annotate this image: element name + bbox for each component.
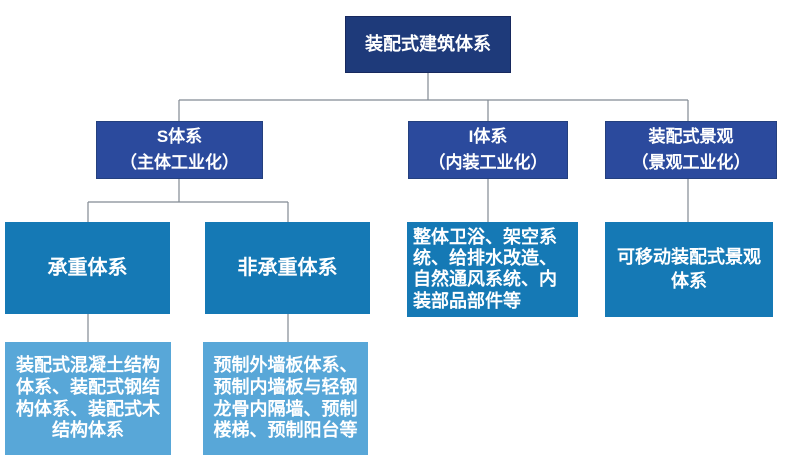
node-prefab-landscape: 装配式景观 （景观工业化）	[605, 121, 777, 179]
node-interior-industrialization-items: 整体卫浴、架空系统、给排水改造、自然通风系统、内装部品部件等	[407, 222, 578, 317]
node-prefab-landscape-subtitle: （景观工业化）	[631, 153, 751, 172]
node-load-bearing-system: 承重体系	[5, 222, 170, 314]
node-structural-systems-label: 装配式混凝土结构体系、装配式钢结构体系、装配式木结构体系	[16, 354, 160, 441]
node-i-system-title: I体系	[468, 126, 508, 146]
node-non-load-bearing-system: 非承重体系	[205, 222, 370, 314]
node-s-system-title: S体系	[156, 126, 203, 146]
node-root-building-system: 装配式建筑体系	[345, 16, 511, 73]
node-s-system: S体系 （主体工业化）	[96, 121, 263, 179]
node-movable-landscape-label: 可移动装配式景观体系	[617, 247, 761, 291]
connector-path	[87, 73, 689, 342]
node-i-system-subtitle: （内装工业化）	[428, 153, 548, 172]
node-prefab-landscape-title: 装配式景观	[648, 126, 734, 146]
node-root-label: 装配式建筑体系	[365, 34, 491, 55]
node-i-system: I体系 （内装工业化）	[408, 121, 568, 179]
node-interior-items-label: 整体卫浴、架空系统、给排水改造、自然通风系统、内装部品部件等	[413, 227, 557, 311]
node-precast-walls-label: 预制外墙板体系、预制内墙板与轻钢龙骨内隔墙、预制楼梯、预制阳台等	[213, 354, 358, 441]
node-movable-landscape-system: 可移动装配式景观体系	[605, 222, 773, 317]
node-non-load-bearing-label: 非承重体系	[237, 256, 338, 279]
node-precast-components-list: 预制外墙板体系、预制内墙板与轻钢龙骨内隔墙、预制楼梯、预制阳台等	[203, 342, 368, 455]
node-s-system-subtitle: （主体工业化）	[120, 153, 239, 172]
node-structural-systems-list: 装配式混凝土结构体系、装配式钢结构体系、装配式木结构体系	[5, 342, 171, 455]
node-load-bearing-label: 承重体系	[47, 256, 128, 279]
